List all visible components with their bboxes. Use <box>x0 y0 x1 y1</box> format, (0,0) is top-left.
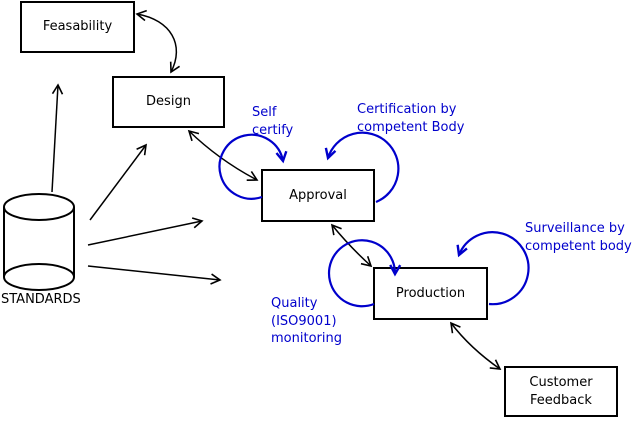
annotation-certification-by-competent-body: Certification by competent Body <box>357 102 465 135</box>
arrow-standards-to-feasability <box>51 83 64 193</box>
annotation-surveillance-by-competent-body: Surveillance by competent body <box>525 221 632 254</box>
arrow-standards-to-design <box>89 143 147 221</box>
arrow-production-customer-feedback <box>450 321 502 370</box>
node-customer-feedback: Customer Feedback <box>504 366 618 417</box>
node-approval-label: Approval <box>289 187 347 203</box>
arrow-design-approval <box>187 129 259 182</box>
arrow-standards-to-approval <box>87 217 204 246</box>
node-customer-feedback-label: Customer Feedback <box>529 375 593 408</box>
arrow-standards-to-production <box>87 265 222 285</box>
arrow-approval-production <box>330 223 373 268</box>
node-production: Production <box>373 267 488 320</box>
annotation-self-certify: Self certify <box>252 105 294 138</box>
node-feasability: Feasability <box>20 1 135 53</box>
arrow-feasability-design <box>135 9 181 74</box>
standards-cylinder-icon <box>3 193 75 291</box>
node-approval: Approval <box>261 169 375 222</box>
node-production-label: Production <box>395 285 466 301</box>
node-feasability-label: Feasability <box>42 19 113 35</box>
annotation-quality-iso9001-monitoring: Quality (ISO9001) monitoring <box>271 296 342 346</box>
standards-label: STANDARDS <box>1 292 81 307</box>
node-design-label: Design <box>146 94 191 110</box>
node-design: Design <box>112 76 225 128</box>
